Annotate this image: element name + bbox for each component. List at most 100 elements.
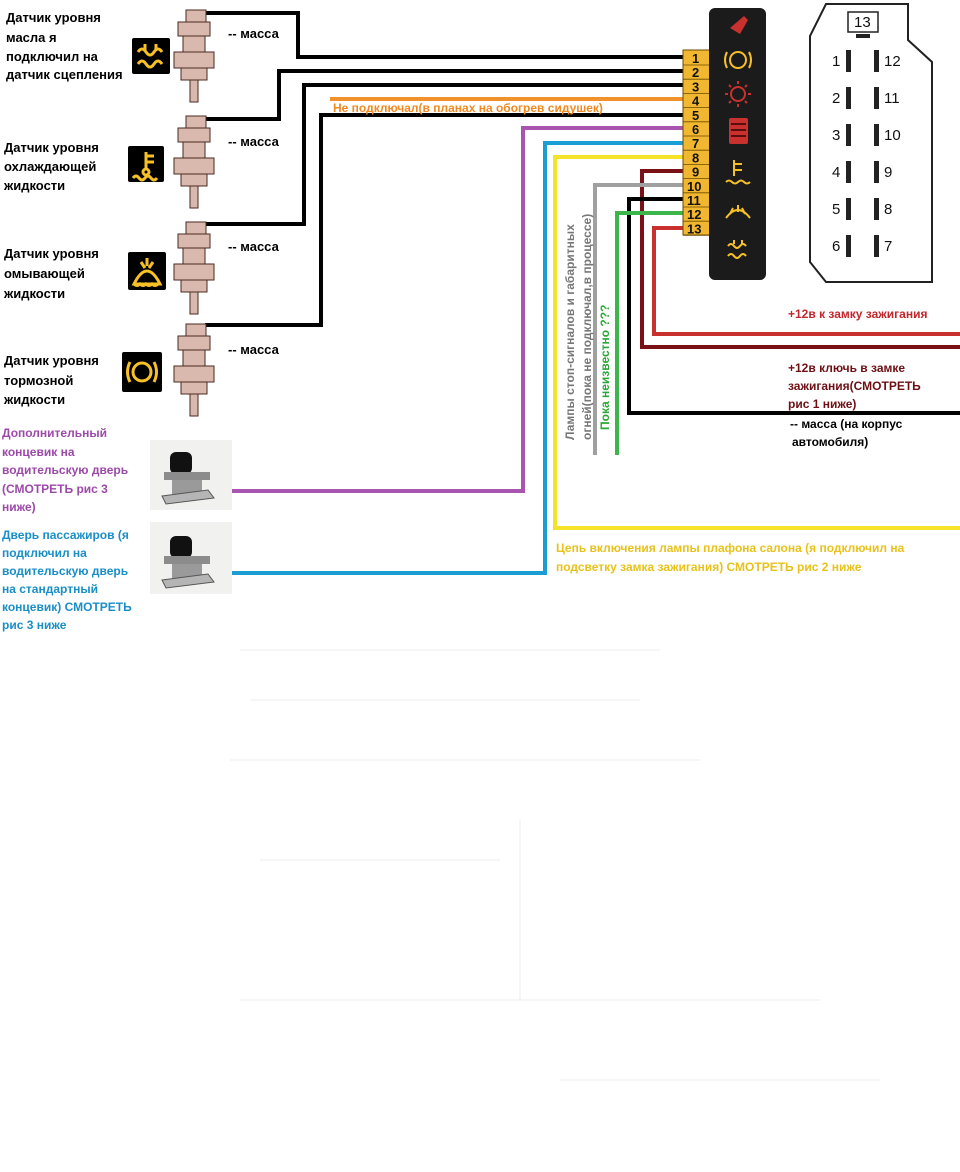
pin-number: 1 — [692, 51, 699, 66]
door-switch-icon — [161, 452, 215, 505]
battery-warning-icon — [729, 118, 748, 144]
pin-number: 10 — [687, 179, 701, 194]
wire-black-ground — [627, 197, 960, 415]
sensor-oil-label: Датчик уровня масла я подключил на датчи… — [6, 10, 123, 82]
gear-warning-icon — [725, 81, 751, 107]
pin-number: 2 — [692, 65, 699, 80]
wire-purple-door-switch — [230, 126, 683, 493]
svg-text:(СМОТРЕТЬ рис 3: (СМОТРЕТЬ рис 3 — [2, 482, 108, 496]
red-note: +12в к замку зажигания — [788, 307, 927, 321]
svg-text:Пока неизвестно ???: Пока неизвестно ??? — [598, 305, 612, 430]
svg-text:Дверь пассажиров (я: Дверь пассажиров (я — [2, 528, 129, 542]
svg-text:концевик на: концевик на — [2, 445, 75, 459]
pin-number: 13 — [687, 221, 701, 236]
svg-text:на стандартный: на стандартный — [2, 582, 98, 596]
pin-number: 12 — [687, 207, 701, 222]
sensor-oil: Датчик уровня масла я подключил на датчи… — [6, 9, 280, 103]
svg-text:зажигания(СМОТРЕТЬ: зажигания(СМОТРЕТЬ — [788, 379, 921, 393]
wire-darkred-ignition-key — [640, 169, 960, 349]
oil-sensor-body — [173, 9, 215, 103]
switch-driver-door: Дополнительный концевик на водительскую … — [2, 426, 232, 514]
svg-text:охлаждающей: охлаждающей — [4, 159, 96, 174]
svg-text:жидкости: жидкости — [3, 392, 65, 407]
washer-warning-icon — [725, 205, 751, 219]
plug-pin-number: 3 — [832, 127, 840, 144]
plug-pin-number: 11 — [884, 90, 900, 107]
wire-blue-passenger-door — [230, 141, 683, 575]
plug-pin-number: 7 — [884, 238, 892, 255]
svg-text:жидкости: жидкости — [3, 178, 65, 193]
warning-lamp-panel — [709, 8, 766, 280]
svg-text:ниже): ниже) — [2, 500, 36, 514]
brake-fluid-icon — [122, 352, 162, 392]
sensor-brake-label: Датчик уровня тормозной жидкости — [3, 353, 99, 407]
switch-passenger-door: Дверь пассажиров (я подключил на водител… — [2, 522, 232, 632]
wire-yellow-lamp — [553, 155, 960, 530]
wire-coolant-sensor — [205, 69, 683, 121]
svg-text:омывающей: омывающей — [4, 266, 85, 281]
sensor-coolant-label: Датчик уровня охлаждающей жидкости — [3, 140, 99, 193]
orange-note: Не подключал(в планах на обогрев сидушек… — [333, 101, 603, 115]
svg-text:водительскую дверь: водительскую дверь — [2, 463, 128, 477]
switch-driver-door-label: Дополнительный концевик на водительскую … — [2, 426, 128, 514]
pin-number: 3 — [692, 79, 699, 94]
svg-text:Датчик уровня: Датчик уровня — [4, 140, 99, 155]
svg-text:Дополнительный: Дополнительный — [2, 426, 107, 440]
svg-text:масла я: масла я — [6, 30, 57, 45]
plug-slot — [874, 235, 879, 257]
green-vertical-note: Пока неизвестно ??? — [598, 305, 612, 430]
pin-number: 8 — [692, 150, 699, 165]
svg-text:рис 3 ниже: рис 3 ниже — [2, 618, 67, 632]
plug-slot — [846, 87, 851, 109]
svg-text:+12в ключь в замке: +12в ключь в замке — [788, 361, 905, 375]
wire-washer-sensor — [205, 83, 683, 226]
pin-number: 7 — [692, 136, 699, 151]
wire-oil-sensor — [205, 11, 683, 59]
brake-warning-icon — [724, 51, 752, 69]
plug-top-number: 13 — [854, 14, 871, 31]
plug-pin-number: 2 — [832, 90, 840, 107]
plug-right-pins: 12 11 10 9 8 7 — [874, 50, 901, 257]
coolant-ground-label: -- масса — [228, 134, 280, 149]
svg-text:водительскую дверь: водительскую дверь — [2, 564, 128, 578]
sensor-washer-label: Датчик уровня омывающей жидкости — [3, 246, 99, 301]
svg-text:тормозной: тормозной — [4, 373, 73, 388]
plug-pin-number: 8 — [884, 201, 892, 218]
brake-sensor-body — [173, 323, 215, 417]
plug-pin-number: 6 — [832, 238, 840, 255]
yellow-note: Цепь включения лампы плафона салона (я п… — [556, 541, 905, 574]
washer-ground-label: -- масса — [228, 239, 280, 254]
svg-text:жидкости: жидкости — [3, 286, 65, 301]
ground-note: -- масса (на корпус автомобиля) — [790, 417, 903, 449]
plug-slot — [874, 161, 879, 183]
plug-left-pins: 1 2 3 4 5 6 — [832, 50, 851, 257]
plug-slot — [874, 198, 879, 220]
plug-slot — [874, 50, 879, 72]
plug-slot — [846, 235, 851, 257]
svg-text:датчик сцепления: датчик сцепления — [6, 67, 123, 82]
plug-slot — [846, 50, 851, 72]
darkred-note: +12в ключь в замке зажигания(СМОТРЕТЬ ри… — [788, 361, 921, 411]
plug-pin-number: 1 — [832, 53, 840, 70]
sensor-brake: Датчик уровня тормозной жидкости -- масс… — [3, 323, 280, 417]
pin-number: 5 — [692, 108, 699, 123]
svg-text:Датчик уровня: Датчик уровня — [4, 246, 99, 261]
washer-sensor-body — [173, 221, 215, 315]
plug-pin-number: 12 — [884, 53, 901, 70]
svg-text:Цепь включения лампы плафона с: Цепь включения лампы плафона салона (я п… — [556, 541, 905, 555]
sensor-washer: Датчик уровня омывающей жидкости -- масс… — [3, 221, 280, 315]
svg-text:подключил на: подключил на — [2, 546, 87, 560]
svg-text:Датчик уровня: Датчик уровня — [4, 353, 99, 368]
plug-pin-number: 10 — [884, 127, 901, 144]
plug-slot — [874, 124, 879, 146]
door-switch-icon-2 — [161, 536, 215, 589]
plug-slot — [846, 198, 851, 220]
switch-passenger-door-label: Дверь пассажиров (я подключил на водител… — [2, 528, 132, 632]
plug-pin-number: 9 — [884, 164, 892, 181]
svg-text:-- масса (на корпус: -- масса (на корпус — [790, 417, 903, 431]
plug-pin-number: 5 — [832, 201, 840, 218]
plug-pin-number: 4 — [832, 164, 840, 181]
wires — [205, 11, 960, 575]
svg-text:огней(пока не подключал,в проц: огней(пока не подключал,в процессе) — [580, 214, 594, 440]
